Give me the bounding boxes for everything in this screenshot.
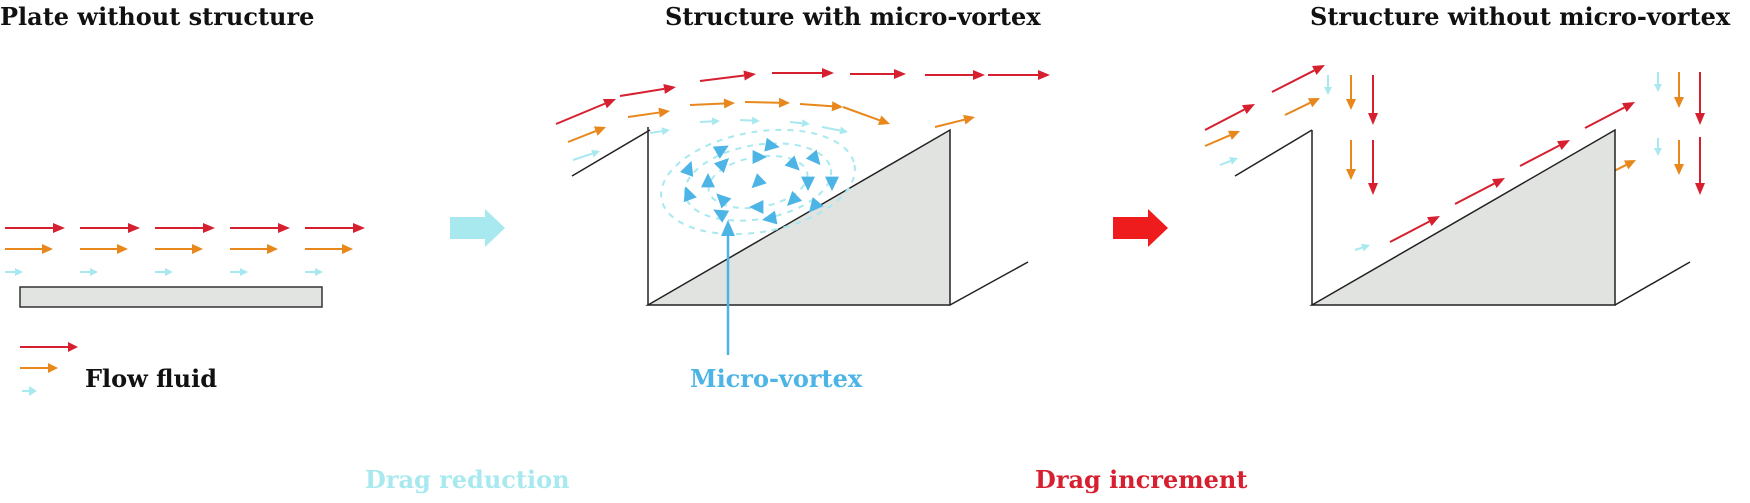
flow-arrow-cyan <box>1654 72 1662 92</box>
vortex-arrowhead <box>825 176 839 191</box>
flow-arrow-red <box>1271 65 1325 93</box>
flow-arrow-red <box>230 223 290 233</box>
flow-arrow-cyan <box>1354 243 1370 252</box>
title-structure-without-micro-vortex: Structure without micro-vortex <box>1310 2 1731 31</box>
flow-arrow-red <box>555 99 616 125</box>
vortex-arrowhead <box>713 209 730 223</box>
flow-arrow-orange <box>1674 140 1684 175</box>
flow-arrow-cyan <box>5 268 23 276</box>
vortex-arrowhead <box>752 150 767 164</box>
flow-arrow-red <box>925 70 985 80</box>
flow-arrow-cyan <box>789 119 810 128</box>
flow-arrow-orange <box>689 98 735 109</box>
flow-arrow-cyan <box>699 117 720 126</box>
ramp-structure-without-vortex <box>1234 128 1691 306</box>
flow-arrow-cyan <box>739 116 760 125</box>
flow-arrow-red <box>155 223 215 233</box>
flow-arrow-orange <box>80 244 128 254</box>
drag-increment-arrow-icon <box>1113 209 1168 247</box>
vortex-arrowhead <box>801 176 815 191</box>
flow-arrow-red <box>1204 104 1255 131</box>
flow-arrow-cyan <box>1324 75 1332 95</box>
vortex-arrowhead <box>805 149 821 166</box>
flow-arrow-orange <box>1204 130 1240 147</box>
flow-arrow-orange <box>1284 98 1320 116</box>
legend-arrows <box>20 342 78 396</box>
drag-increment-label: Drag increment <box>1035 465 1248 494</box>
flow-arrow-red <box>5 223 65 233</box>
flow-arrow-orange <box>305 244 353 254</box>
flow-arrow-orange <box>1346 75 1356 110</box>
flat-plate <box>19 286 323 308</box>
vortex-arrowhead <box>680 160 694 177</box>
flow-arrow-orange <box>744 97 790 108</box>
flow-arrow-orange <box>1346 140 1356 180</box>
flow-arrow-orange <box>155 244 203 254</box>
flow-arrow-red <box>1584 102 1635 129</box>
micro-vortex-pointer-head <box>721 220 735 236</box>
vortex-arrowhead <box>761 210 778 225</box>
flow-arrow-red <box>1368 140 1378 195</box>
vortex-arrowhead <box>713 157 730 174</box>
flow-arrow-red <box>772 68 834 78</box>
flow-arrow-orange <box>799 101 843 112</box>
flow-arrow-orange <box>230 244 278 254</box>
flow-arrow-orange <box>567 126 606 143</box>
flow-arrow-cyan <box>230 268 248 276</box>
flow-arrow-cyan <box>80 268 98 276</box>
flow-arrow-cyan <box>572 149 600 161</box>
flow-arrow-red <box>1695 72 1705 125</box>
flow-arrow-red <box>699 70 756 82</box>
flow-arrow-cyan <box>821 126 848 135</box>
flow-arrow-red <box>988 70 1050 80</box>
title-structure-with-micro-vortex: Structure with micro-vortex <box>665 2 1041 31</box>
flow-arrow-red <box>80 223 140 233</box>
flow-arrow-orange <box>5 244 53 254</box>
vortex-arrowhead <box>716 193 732 209</box>
micro-vortex <box>660 128 856 236</box>
vortex-arrowhead <box>808 197 824 213</box>
flow-arrow-red <box>619 83 676 97</box>
flow-arrow-cyan <box>155 268 173 276</box>
drag-reduction-label: Drag reduction <box>365 465 570 494</box>
flow-arrow-red <box>1695 137 1705 195</box>
flow-arrow-cyan <box>1219 157 1238 166</box>
vortex-arrowhead <box>712 145 729 159</box>
vortex-arrowhead <box>751 173 767 189</box>
vortex-arrowhead <box>784 155 800 171</box>
flow-arrow-orange <box>1674 72 1684 108</box>
flow-arrow-cyan <box>649 127 670 136</box>
flow-arrow-red <box>305 223 365 233</box>
ramp-structure-with-vortex <box>571 127 1029 306</box>
title-plate-without-structure: Plate without structure <box>0 2 315 31</box>
flow-arrow-orange <box>934 114 975 128</box>
flow-arrow-red <box>850 69 906 79</box>
flow-arrow-cyan <box>305 268 323 276</box>
vortex-arrowhead <box>749 200 764 214</box>
vortex-arrowhead <box>764 137 780 152</box>
flow-arrow-orange <box>627 107 670 118</box>
micro-vortex-label: Micro-vortex <box>690 364 863 393</box>
flow-arrow-red <box>1368 75 1378 125</box>
flow-arrow-red <box>1454 178 1505 205</box>
legend-label-flow-fluid: Flow fluid <box>85 364 217 393</box>
flow-arrow-red <box>1519 140 1570 167</box>
vortex-arrowhead <box>683 186 697 203</box>
vortex-arrowhead <box>701 173 715 188</box>
drag-reduction-arrow-icon <box>450 209 505 247</box>
flow-arrow-orange <box>842 106 890 125</box>
vortex-ring <box>660 128 856 236</box>
flow-arrow-red <box>1389 216 1440 243</box>
vortex-arrowhead <box>786 190 803 207</box>
flow-arrow-cyan <box>1654 138 1662 156</box>
